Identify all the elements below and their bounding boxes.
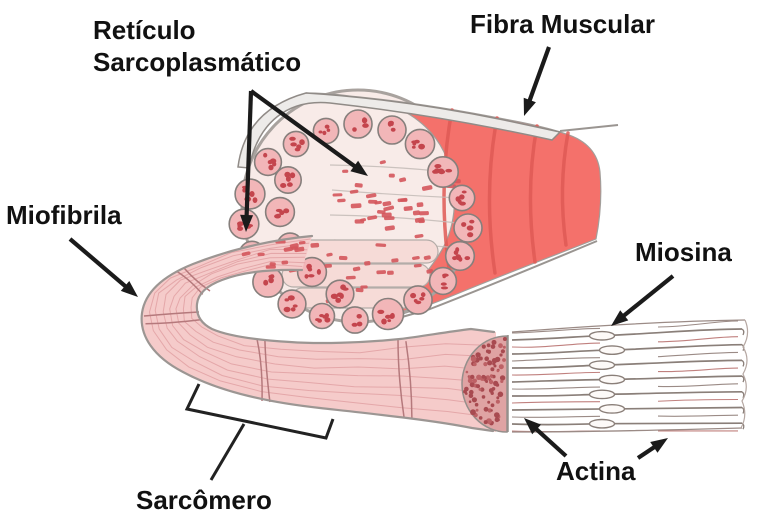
sarcomere-bracket-stem bbox=[209, 423, 246, 481]
label-miosina: Miosina bbox=[635, 237, 732, 267]
label-actina: Actina bbox=[556, 456, 636, 486]
label-reticulo-line1: Retículo bbox=[93, 15, 196, 45]
fibra-muscular-body bbox=[305, 92, 602, 321]
label-reticulo-line2: Sarcoplasmático bbox=[93, 47, 302, 77]
actina-arrow-left bbox=[524, 418, 568, 458]
cut-face-speckles bbox=[463, 337, 507, 426]
label-fibra-muscular: Fibra Muscular bbox=[470, 9, 655, 39]
reticulo-arrow-down bbox=[240, 90, 254, 232]
sarcolemma-outline bbox=[387, 124, 619, 322]
myofibril-cross-sections bbox=[228, 109, 483, 334]
fibra-muscular-arrow bbox=[523, 46, 551, 116]
miofibrila-arrow bbox=[68, 237, 138, 297]
label-miofibrila: Miofibrila bbox=[6, 200, 122, 230]
myofibril-outline bbox=[140, 234, 496, 433]
actina-arrow-right bbox=[636, 438, 668, 460]
reticulo-arrow-right bbox=[249, 89, 368, 176]
actin-myosin-filaments bbox=[511, 319, 749, 433]
sarcomere-bracket bbox=[184, 383, 335, 440]
label-reticulo-sarcoplasmatico: Retículo Sarcoplasmático bbox=[93, 14, 301, 78]
label-sarcomero: Sarcômero bbox=[136, 485, 272, 515]
leader-arrows bbox=[68, 46, 675, 460]
myofibril-striations bbox=[143, 238, 490, 419]
miosina-arrow bbox=[611, 274, 675, 326]
sarcolemma-flap bbox=[237, 92, 562, 169]
